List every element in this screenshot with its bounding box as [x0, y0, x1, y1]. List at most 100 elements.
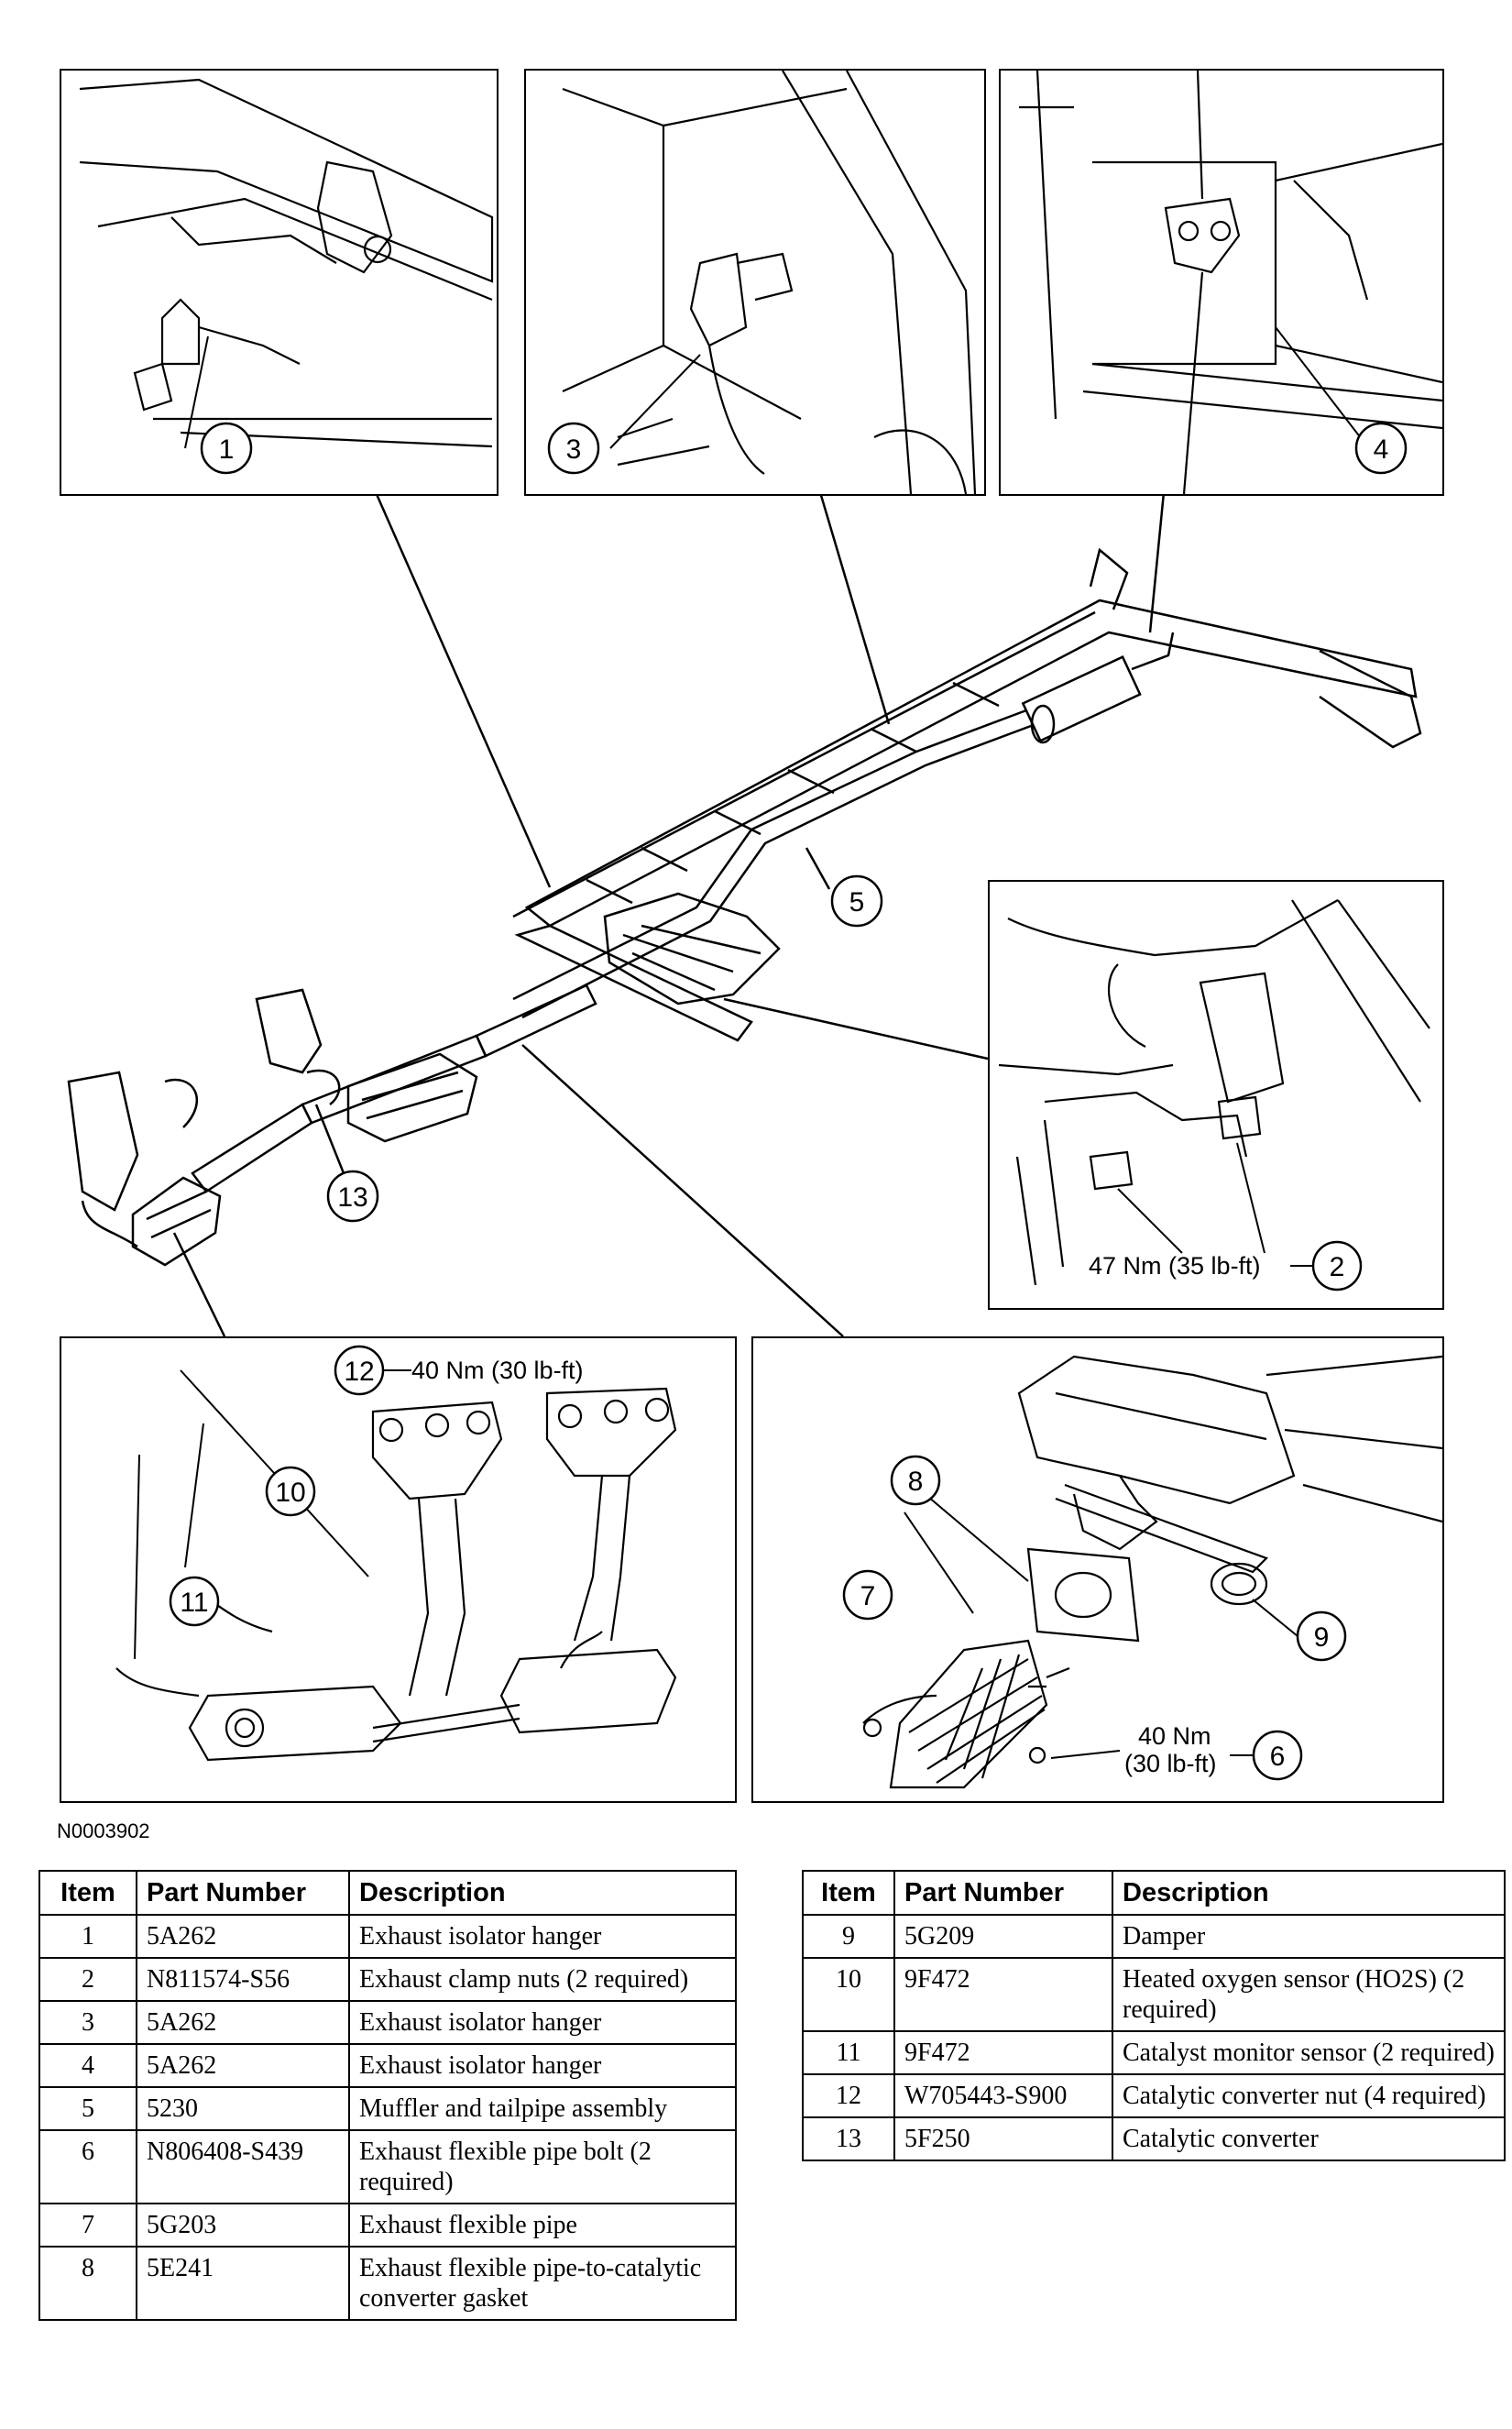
cell-part-number: 5F250: [893, 2116, 1113, 2162]
header-part-number: Part Number: [893, 1870, 1113, 1916]
cell-description: Catalyst monitor sensor (2 required): [1112, 2030, 1506, 2076]
clamp-nut: [1089, 1150, 1134, 1191]
leader-line-5: [805, 847, 831, 890]
damper-ring: [1210, 1562, 1268, 1606]
detail-panel-item-4: 4: [999, 69, 1444, 496]
cell-part-number: 9F472: [893, 2030, 1113, 2076]
detail-panel-item-3: 3: [524, 69, 986, 496]
leader-line-13b: [314, 1104, 345, 1174]
header-description: Description: [348, 1870, 737, 1916]
leader-line-flex: [521, 1044, 844, 1337]
callout-6-circle: [1252, 1730, 1303, 1781]
cell-item: 9: [802, 1913, 895, 1960]
cell-description: Damper: [1112, 1913, 1506, 1960]
cell-item: 5: [38, 2086, 137, 2132]
damper: [1055, 1483, 1268, 1574]
callout-9: 9: [1314, 1622, 1330, 1653]
callout-2-circle: [1311, 1240, 1363, 1291]
callout-2: 2: [1330, 1252, 1345, 1282]
catalytic-converter-left: [188, 1685, 402, 1762]
exhaust-manifold-left: [371, 1401, 503, 1500]
cell-part-number: N811574-S56: [136, 1957, 350, 2003]
leader-line-1: [374, 491, 552, 888]
cell-item: 10: [802, 1957, 895, 2033]
callout-10-circle: [265, 1466, 316, 1517]
callout-3: 3: [566, 434, 582, 465]
isolator-hanger: [1164, 197, 1241, 274]
catalytic-converter-right: [499, 1648, 677, 1734]
leader-line-13: [172, 1232, 226, 1337]
callout-8-circle: [890, 1455, 941, 1506]
table-header-row: Item Part Number Description: [802, 1870, 1506, 1916]
flex-pipe-gasket: [1026, 1547, 1140, 1643]
cell-item: 3: [38, 2000, 137, 2046]
detail-panel-flex-pipe: 8 7 9 40 Nm (30 lb-ft) 6: [751, 1336, 1444, 1803]
cell-part-number: 5A262: [136, 2000, 350, 2046]
callout-7: 7: [860, 1581, 876, 1611]
callout-11: 11: [180, 1588, 208, 1618]
callout-3-circle: [547, 422, 600, 475]
front-converter-left: [67, 1071, 222, 1267]
exhaust-overview-diagram: [67, 491, 1422, 1337]
cell-part-number: 5G209: [893, 1913, 1113, 1960]
callout-11-circle: [169, 1576, 220, 1627]
cell-item: 13: [802, 2116, 895, 2162]
header-item: Item: [802, 1870, 895, 1916]
torque-label-47nm: 47 Nm (35 lb-ft): [1089, 1252, 1261, 1280]
figure-code: N0003902: [57, 1819, 150, 1842]
cell-item: 8: [38, 2246, 137, 2322]
cell-item: 4: [38, 2043, 137, 2089]
cell-part-number: N806408-S439: [136, 2129, 350, 2205]
callout-1-circle: [200, 422, 253, 475]
front-pipe: [191, 984, 597, 1193]
leader-line-3: [818, 491, 891, 725]
catalytic-converter: [1017, 1355, 1296, 1505]
front-converter-right: [255, 988, 478, 1143]
callout-10: 10: [275, 1478, 305, 1508]
torque-label-40nm-b-line2: (30 lb-ft): [1124, 1750, 1217, 1777]
detail-panel-converters: 12 40 Nm (30 lb-ft) 10 11: [60, 1336, 737, 1803]
detail-panel-item-1: 1: [60, 69, 499, 496]
callout-4-circle: [1354, 422, 1408, 475]
heat-shield: [603, 892, 781, 1006]
cell-part-number: 5G203: [136, 2203, 350, 2248]
cell-item: 12: [802, 2073, 895, 2119]
callout-4: 4: [1374, 434, 1389, 465]
callout-6: 6: [1270, 1742, 1286, 1772]
header-item: Item: [38, 1870, 137, 1916]
cell-description: Exhaust flexible pipe: [348, 2203, 737, 2248]
cell-item: 6: [38, 2129, 137, 2205]
callout-12: 12: [344, 1357, 374, 1387]
cell-description: Heated oxygen sensor (HO2S) (2 required): [1112, 1957, 1506, 2033]
cell-item: 11: [802, 2030, 895, 2076]
callout-9-circle: [1296, 1610, 1347, 1662]
detail-panel-item-2: 47 Nm (35 lb-ft) 2: [988, 880, 1444, 1310]
cell-description: Exhaust flexible pipe-to-catalytic conve…: [348, 2246, 737, 2322]
cell-part-number: W705443-S900: [893, 2073, 1113, 2119]
header-part-number: Part Number: [136, 1870, 350, 1916]
isolator-hanger: [689, 252, 748, 347]
cell-part-number: 9F472: [893, 1957, 1113, 2033]
torque-label-40nm-a: 40 Nm (30 lb-ft): [411, 1357, 584, 1384]
cell-part-number: 5A262: [136, 1913, 350, 1960]
isolator-hanger: [316, 160, 393, 274]
cell-description: Exhaust isolator hanger: [348, 1913, 737, 1960]
clamp-muffler-pipe: [1199, 972, 1285, 1104]
cell-item: 1: [38, 1913, 137, 1960]
cell-description: Exhaust isolator hanger: [348, 2000, 737, 2046]
cell-item: 2: [38, 1957, 137, 2003]
cell-description: Catalytic converter: [1112, 2116, 1506, 2162]
cell-description: Exhaust clamp nuts (2 required): [348, 1957, 737, 2003]
